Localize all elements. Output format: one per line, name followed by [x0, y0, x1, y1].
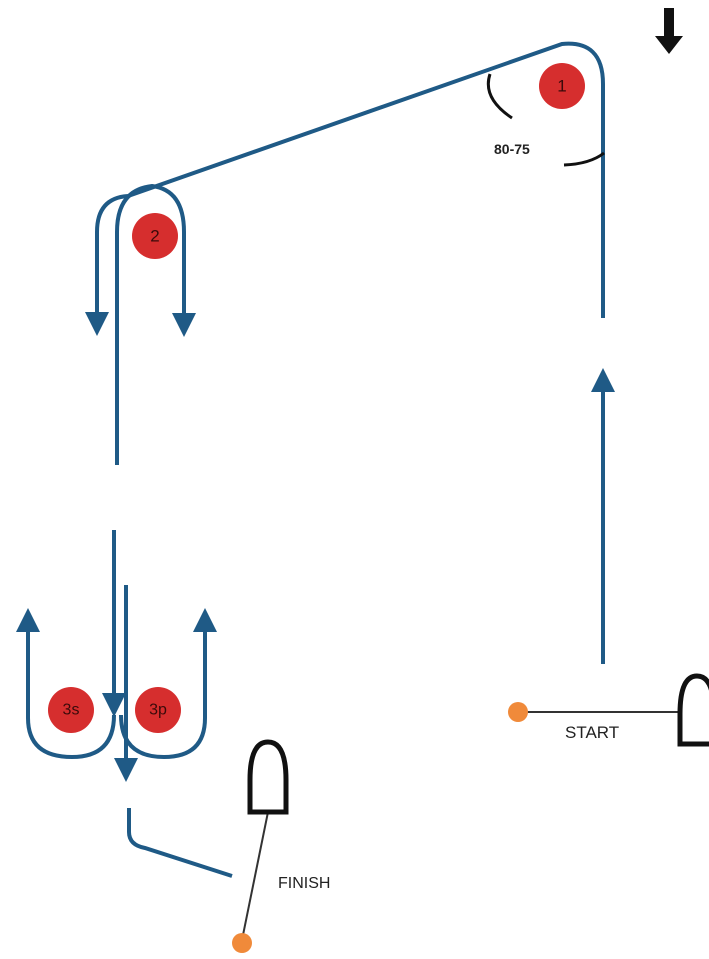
mark-1-label: 1 [557, 77, 566, 96]
finish-pin-buoy [232, 933, 252, 953]
wind-arrow-icon [655, 8, 683, 54]
finish-label: FINISH [278, 875, 330, 892]
gate-rounding-3s [16, 608, 116, 760]
mark-3p: 3p [135, 687, 181, 733]
finish-committee-boat-icon [247, 739, 289, 815]
gate-rounding-3p [119, 608, 217, 760]
reach-inner-path [115, 183, 196, 465]
angle-label: 80-75 [494, 141, 530, 157]
finish-line [241, 811, 269, 941]
mark-1: 1 [539, 63, 585, 109]
mark-3s-label: 3s [63, 702, 80, 719]
beat-and-reach-path [85, 41, 605, 336]
start-committee-boat-icon [677, 673, 709, 747]
mark-2-label: 2 [150, 227, 159, 246]
mark-2: 2 [132, 213, 178, 259]
angle-arc-lower [563, 151, 605, 167]
mark-3p-label: 3p [149, 702, 167, 719]
finish-leg [127, 808, 233, 878]
start-pin-buoy [508, 702, 528, 722]
angle-arc-upper [486, 73, 513, 120]
mark-3s: 3s [48, 687, 94, 733]
start-label: START [565, 723, 619, 742]
